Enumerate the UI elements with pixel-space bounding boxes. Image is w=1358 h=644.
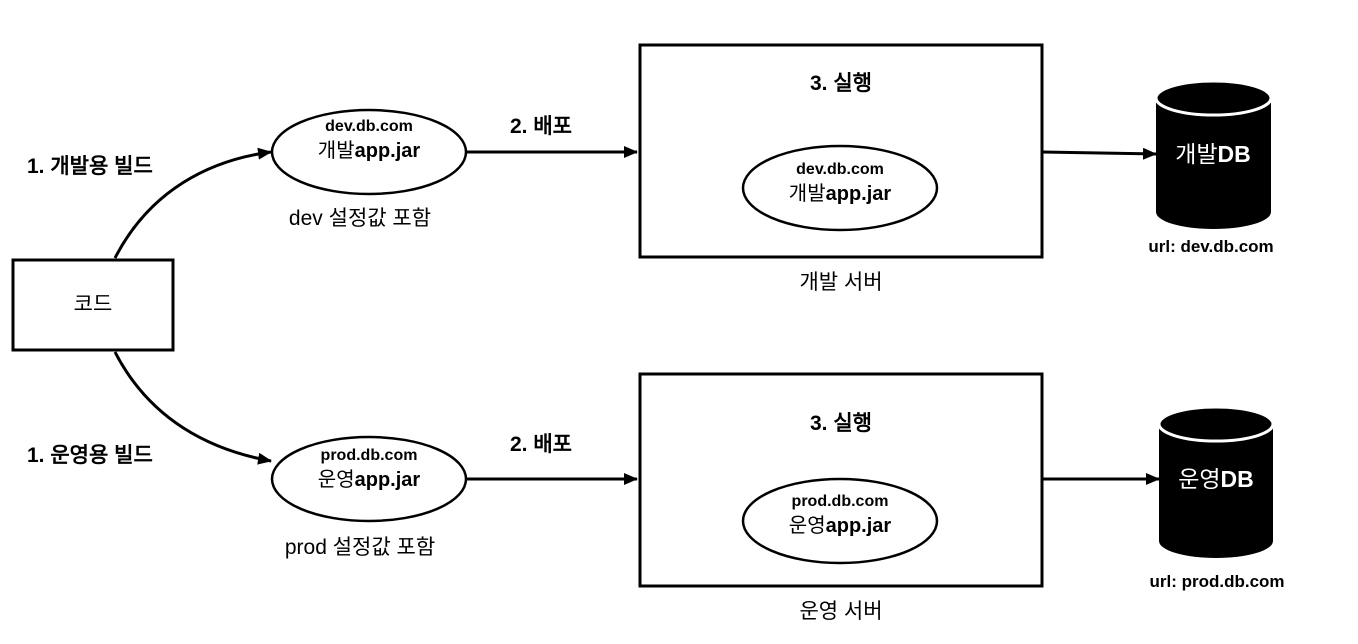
dev-deploy-label: 2. 배포: [510, 115, 572, 138]
dev-server-caption: 개발 서버: [799, 271, 883, 294]
prod-db-name: 운영DB: [1178, 468, 1254, 491]
dev-artifact-name-suffix: app.jar: [354, 140, 421, 162]
dev-artifact-caption: dev 설정값 포함: [288, 207, 432, 230]
prod-server-caption: 운영 서버: [799, 600, 883, 623]
prod-server-artifact-ellipse: [741, 477, 939, 565]
dev-artifact-url: dev.db.com: [325, 118, 413, 135]
prod-server-artifact-name-prefix: 운영: [788, 515, 826, 537]
dev-artifact-name-prefix: 개발: [317, 140, 355, 162]
dev-server-artifact-name-suffix: app.jar: [825, 183, 892, 205]
prod-artifact-name: 운영app.jar: [318, 470, 420, 490]
prod-artifact-name-suffix: app.jar: [354, 469, 421, 491]
prod-deploy-label: 2. 배포: [510, 433, 572, 456]
prod-server-artifact-name: 운영app.jar: [789, 516, 891, 536]
prod-server-artifact-url: prod.db.com: [791, 493, 889, 510]
dev-db-cylinder: [1154, 79, 1273, 229]
prod-artifact-caption: prod 설정값 포함: [284, 536, 436, 559]
prod-build-label: 1. 운영용 빌드: [27, 444, 153, 467]
dev-server-artifact-ellipse: [741, 144, 939, 232]
prod-db-name-prefix: 운영: [1178, 466, 1221, 492]
prod-artifact-name-prefix: 운영: [317, 469, 355, 491]
dev-db-name-prefix: 개발: [1175, 141, 1218, 167]
dev-server-run-label: 3. 실행: [810, 72, 872, 95]
dev-server-artifact-name: 개발app.jar: [789, 184, 891, 204]
dev-artifact-name: 개발app.jar: [318, 141, 420, 161]
dev-build-arrow: [113, 147, 272, 259]
dev-build-label: 1. 개발용 빌드: [27, 155, 153, 178]
prod-db-cylinder: [1157, 405, 1275, 558]
prod-server-run-label: 3. 실행: [810, 412, 872, 435]
dev-db-url: url: dev.db.com: [1148, 237, 1274, 256]
prod-server-artifact-name-suffix: app.jar: [825, 515, 892, 537]
dev-db-name: 개발DB: [1175, 143, 1251, 166]
prod-build-arrow: [113, 351, 272, 465]
dev-db-name-suffix: DB: [1217, 141, 1251, 167]
prod-artifact-url: prod.db.com: [320, 447, 418, 464]
prod-db-name-suffix: DB: [1220, 466, 1254, 492]
dev-server-artifact-url: dev.db.com: [796, 161, 884, 178]
code-box: [11, 258, 175, 352]
code-box-label: 코드: [73, 293, 113, 316]
prod-db-url: url: prod.db.com: [1149, 572, 1285, 591]
dev-db-arrow: [1041, 147, 1157, 160]
dev-server-artifact-name-prefix: 개발: [788, 183, 826, 205]
